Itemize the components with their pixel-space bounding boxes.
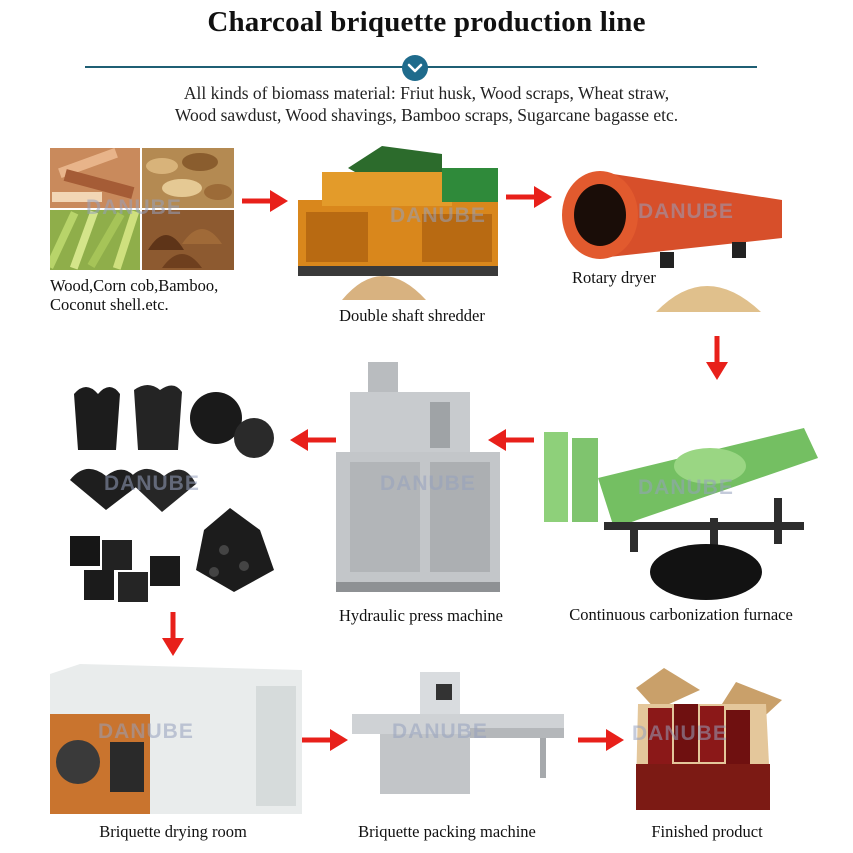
carbonization-furnace-image: DANUBE — [534, 418, 828, 602]
arrow-right-icon — [300, 725, 350, 759]
arrow-left-icon — [288, 425, 338, 459]
watermark: DANUBE — [86, 196, 182, 219]
corn-cob-photo — [142, 148, 234, 208]
raw-material-caption-1: Wood,Corn cob,Bamboo, — [50, 276, 219, 295]
arrow-right-icon — [240, 186, 290, 220]
watermark: DANUBE — [638, 476, 734, 499]
intro-line-2: Wood sawdust, Wood shavings, Bamboo scra… — [174, 105, 679, 125]
arrow-down-icon — [702, 334, 732, 388]
arrow-down-icon — [158, 610, 188, 664]
drying-room-caption: Briquette drying room — [99, 822, 247, 841]
packing-machine-image: DANUBE — [352, 664, 566, 806]
drying-room-image: DANUBE — [50, 664, 302, 818]
hydraulic-press-image: DANUBE — [330, 362, 506, 598]
watermark: DANUBE — [104, 472, 200, 495]
rotary-dryer-caption: Rotary dryer — [572, 268, 656, 287]
bamboo-photo — [50, 210, 140, 270]
intro-line-1: All kinds of biomass material: Friut hus… — [183, 83, 670, 103]
watermark: DANUBE — [390, 204, 486, 227]
arrow-left-icon — [486, 425, 536, 459]
shredder-image: DANUBE — [292, 140, 514, 302]
finished-product-caption: Finished product — [651, 822, 763, 841]
watermark: DANUBE — [632, 722, 728, 745]
chevron-down-icon — [402, 55, 428, 81]
watermark: DANUBE — [98, 720, 194, 743]
raw-material-image: DANUBE — [50, 148, 234, 270]
watermark: DANUBE — [392, 720, 488, 743]
finished-product-image: DANUBE — [626, 664, 784, 816]
coconut-shell-photo — [142, 210, 234, 270]
watermark: DANUBE — [380, 472, 476, 495]
shredder-caption: Double shaft shredder — [339, 306, 485, 325]
charcoal-briquettes-image: DANUBE — [64, 380, 290, 604]
page-title: Charcoal briquette production line — [207, 6, 646, 38]
packing-machine-caption: Briquette packing machine — [358, 822, 536, 841]
raw-material-caption-2: Coconut shell.etc. — [50, 295, 169, 314]
arrow-right-icon — [576, 725, 626, 759]
watermark: DANUBE — [638, 200, 734, 223]
wood-pieces-photo — [50, 148, 140, 208]
hydraulic-press-caption: Hydraulic press machine — [338, 606, 504, 625]
rotary-dryer-image: DANUBE — [556, 152, 796, 314]
carbonization-furnace-caption: Continuous carbonization furnace — [569, 605, 793, 624]
arrow-right-icon — [504, 182, 554, 216]
